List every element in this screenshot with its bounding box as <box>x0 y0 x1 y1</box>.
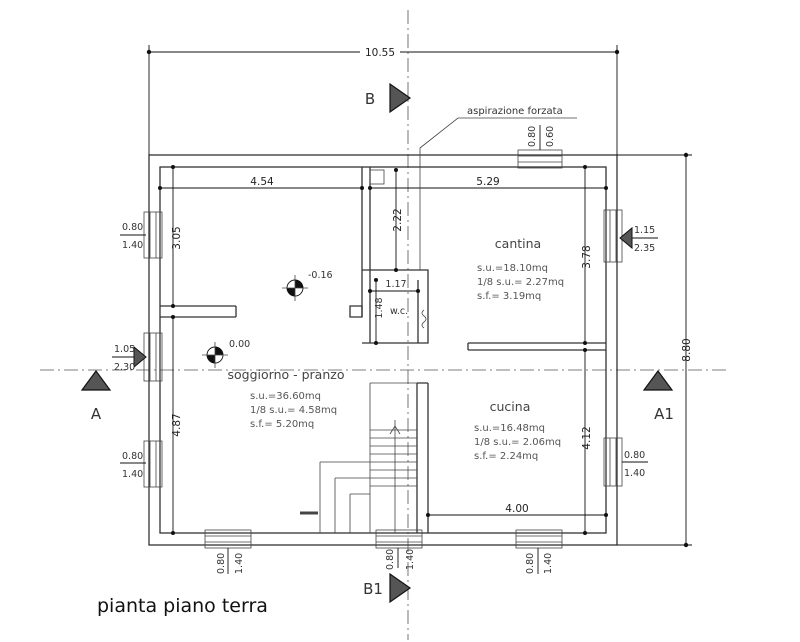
room-cucina-name: cucina <box>490 399 531 414</box>
dim-529: 5.29 <box>476 176 499 188</box>
opening-left-bot-h: 1.40 <box>122 469 143 480</box>
room-cantina-name: cantina <box>495 236 541 251</box>
section-marker-b1: B1 <box>363 572 412 604</box>
opening-left-bot: 0.80 1.40 <box>120 451 146 480</box>
opening-bot-left-w: 0.80 <box>216 553 227 574</box>
section-b1-label: B1 <box>363 580 383 598</box>
opening-top-w: 0.80 <box>527 126 538 147</box>
opening-left-mid: 1.05 2.30 <box>112 344 147 373</box>
opening-bot-mid-h: 1.40 <box>405 549 416 570</box>
opening-bot-right-h: 1.40 <box>543 553 554 574</box>
opening-right-top-w: 1.15 <box>634 225 655 236</box>
dim-117: 1.17 <box>385 279 406 290</box>
room-cucina: cucina s.u.=16.48mq 1/8 s.u.= 2.06mq s.f… <box>474 399 561 462</box>
axis-lines <box>40 10 730 640</box>
note-aspirazione-label: aspirazione forzata <box>467 106 563 117</box>
room-cucina-su: s.u.=16.48mq <box>474 423 545 434</box>
wc-label: w.c. <box>390 306 408 317</box>
room-cantina-su8: 1/8 s.u.= 2.27mq <box>477 277 564 288</box>
room-soggiorno-su: s.u.=36.60mq <box>250 391 321 402</box>
interior-dimensions: 4.54 5.29 3.05 4.87 2.22 1.17 1.48 3.78 … <box>158 165 608 535</box>
dim-487: 4.87 <box>171 413 183 436</box>
room-soggiorno: soggiorno - pranzo s.u.=36.60mq 1/8 s.u.… <box>228 367 345 430</box>
room-cucina-su8: 1/8 s.u.= 2.06mq <box>474 437 561 448</box>
level-marker-upper: -0.16 <box>282 270 333 301</box>
opening-bot-right-w: 0.80 <box>525 553 536 574</box>
section-a-label: A <box>91 405 102 423</box>
opening-bot-left-h: 1.40 <box>234 553 245 574</box>
opening-right-top: 1.15 2.35 <box>619 225 658 254</box>
staircase <box>300 382 417 533</box>
section-b-label: B <box>365 90 375 108</box>
dimension-overall-depth: 8.80 <box>617 152 693 548</box>
dim-454: 4.54 <box>250 176 274 188</box>
dim-overall-width: 10.55 <box>365 47 395 59</box>
level-lower: 0.00 <box>229 339 250 350</box>
section-marker-a: A <box>80 369 112 423</box>
opening-bot-mid-w: 0.80 <box>385 549 396 570</box>
dim-overall-depth: 8.80 <box>681 338 693 361</box>
wc-fixture <box>421 309 427 329</box>
opening-right-top-h: 2.35 <box>634 243 655 254</box>
opening-right-bot-w: 0.80 <box>624 450 645 461</box>
drawing-title: pianta piano terra <box>97 595 268 617</box>
opening-left-top-w: 0.80 <box>122 222 143 233</box>
level-upper: -0.16 <box>308 270 333 281</box>
opening-bottom-right: 0.80 1.40 <box>525 548 554 574</box>
section-marker-a1: A1 <box>642 369 674 423</box>
opening-bottom-mid: 0.80 1.40 <box>385 548 416 570</box>
opening-bottom-left: 0.80 1.40 <box>216 548 245 574</box>
room-soggiorno-su8: 1/8 s.u.= 4.58mq <box>250 405 337 416</box>
opening-left-top: 0.80 1.40 <box>120 222 146 251</box>
dimension-overall-width: 10.55 <box>146 44 620 155</box>
dim-412: 4.12 <box>581 426 593 449</box>
opening-left-top-h: 1.40 <box>122 240 143 251</box>
section-marker-b: B <box>365 82 412 114</box>
room-soggiorno-name: soggiorno - pranzo <box>228 367 345 382</box>
dim-222: 2.22 <box>392 208 404 231</box>
dim-305: 3.05 <box>171 226 183 249</box>
dim-378: 3.78 <box>581 245 593 268</box>
opening-right-bot: 0.80 1.40 <box>622 450 648 479</box>
room-cantina: cantina s.u.=18.10mq 1/8 s.u.= 2.27mq s.… <box>477 236 564 302</box>
room-soggiorno-sf: s.f.= 5.20mq <box>250 419 314 430</box>
opening-left-bot-w: 0.80 <box>122 451 143 462</box>
dim-400: 4.00 <box>505 503 528 515</box>
room-cantina-sf: s.f.= 3.19mq <box>477 291 541 302</box>
level-marker-lower: 0.00 <box>202 339 250 368</box>
room-cucina-sf: s.f.= 2.24mq <box>474 451 538 462</box>
dim-148: 1.48 <box>374 297 385 318</box>
opening-left-mid-w: 1.05 <box>114 344 135 355</box>
opening-top: 0.80 0.60 <box>527 125 556 150</box>
opening-top-h: 0.60 <box>545 126 556 147</box>
room-cantina-su: s.u.=18.10mq <box>477 263 548 274</box>
opening-left-mid-h: 2.30 <box>114 362 135 373</box>
note-aspirazione: aspirazione forzata <box>419 106 577 270</box>
opening-right-bot-h: 1.40 <box>624 468 645 479</box>
section-a1-label: A1 <box>654 405 674 423</box>
